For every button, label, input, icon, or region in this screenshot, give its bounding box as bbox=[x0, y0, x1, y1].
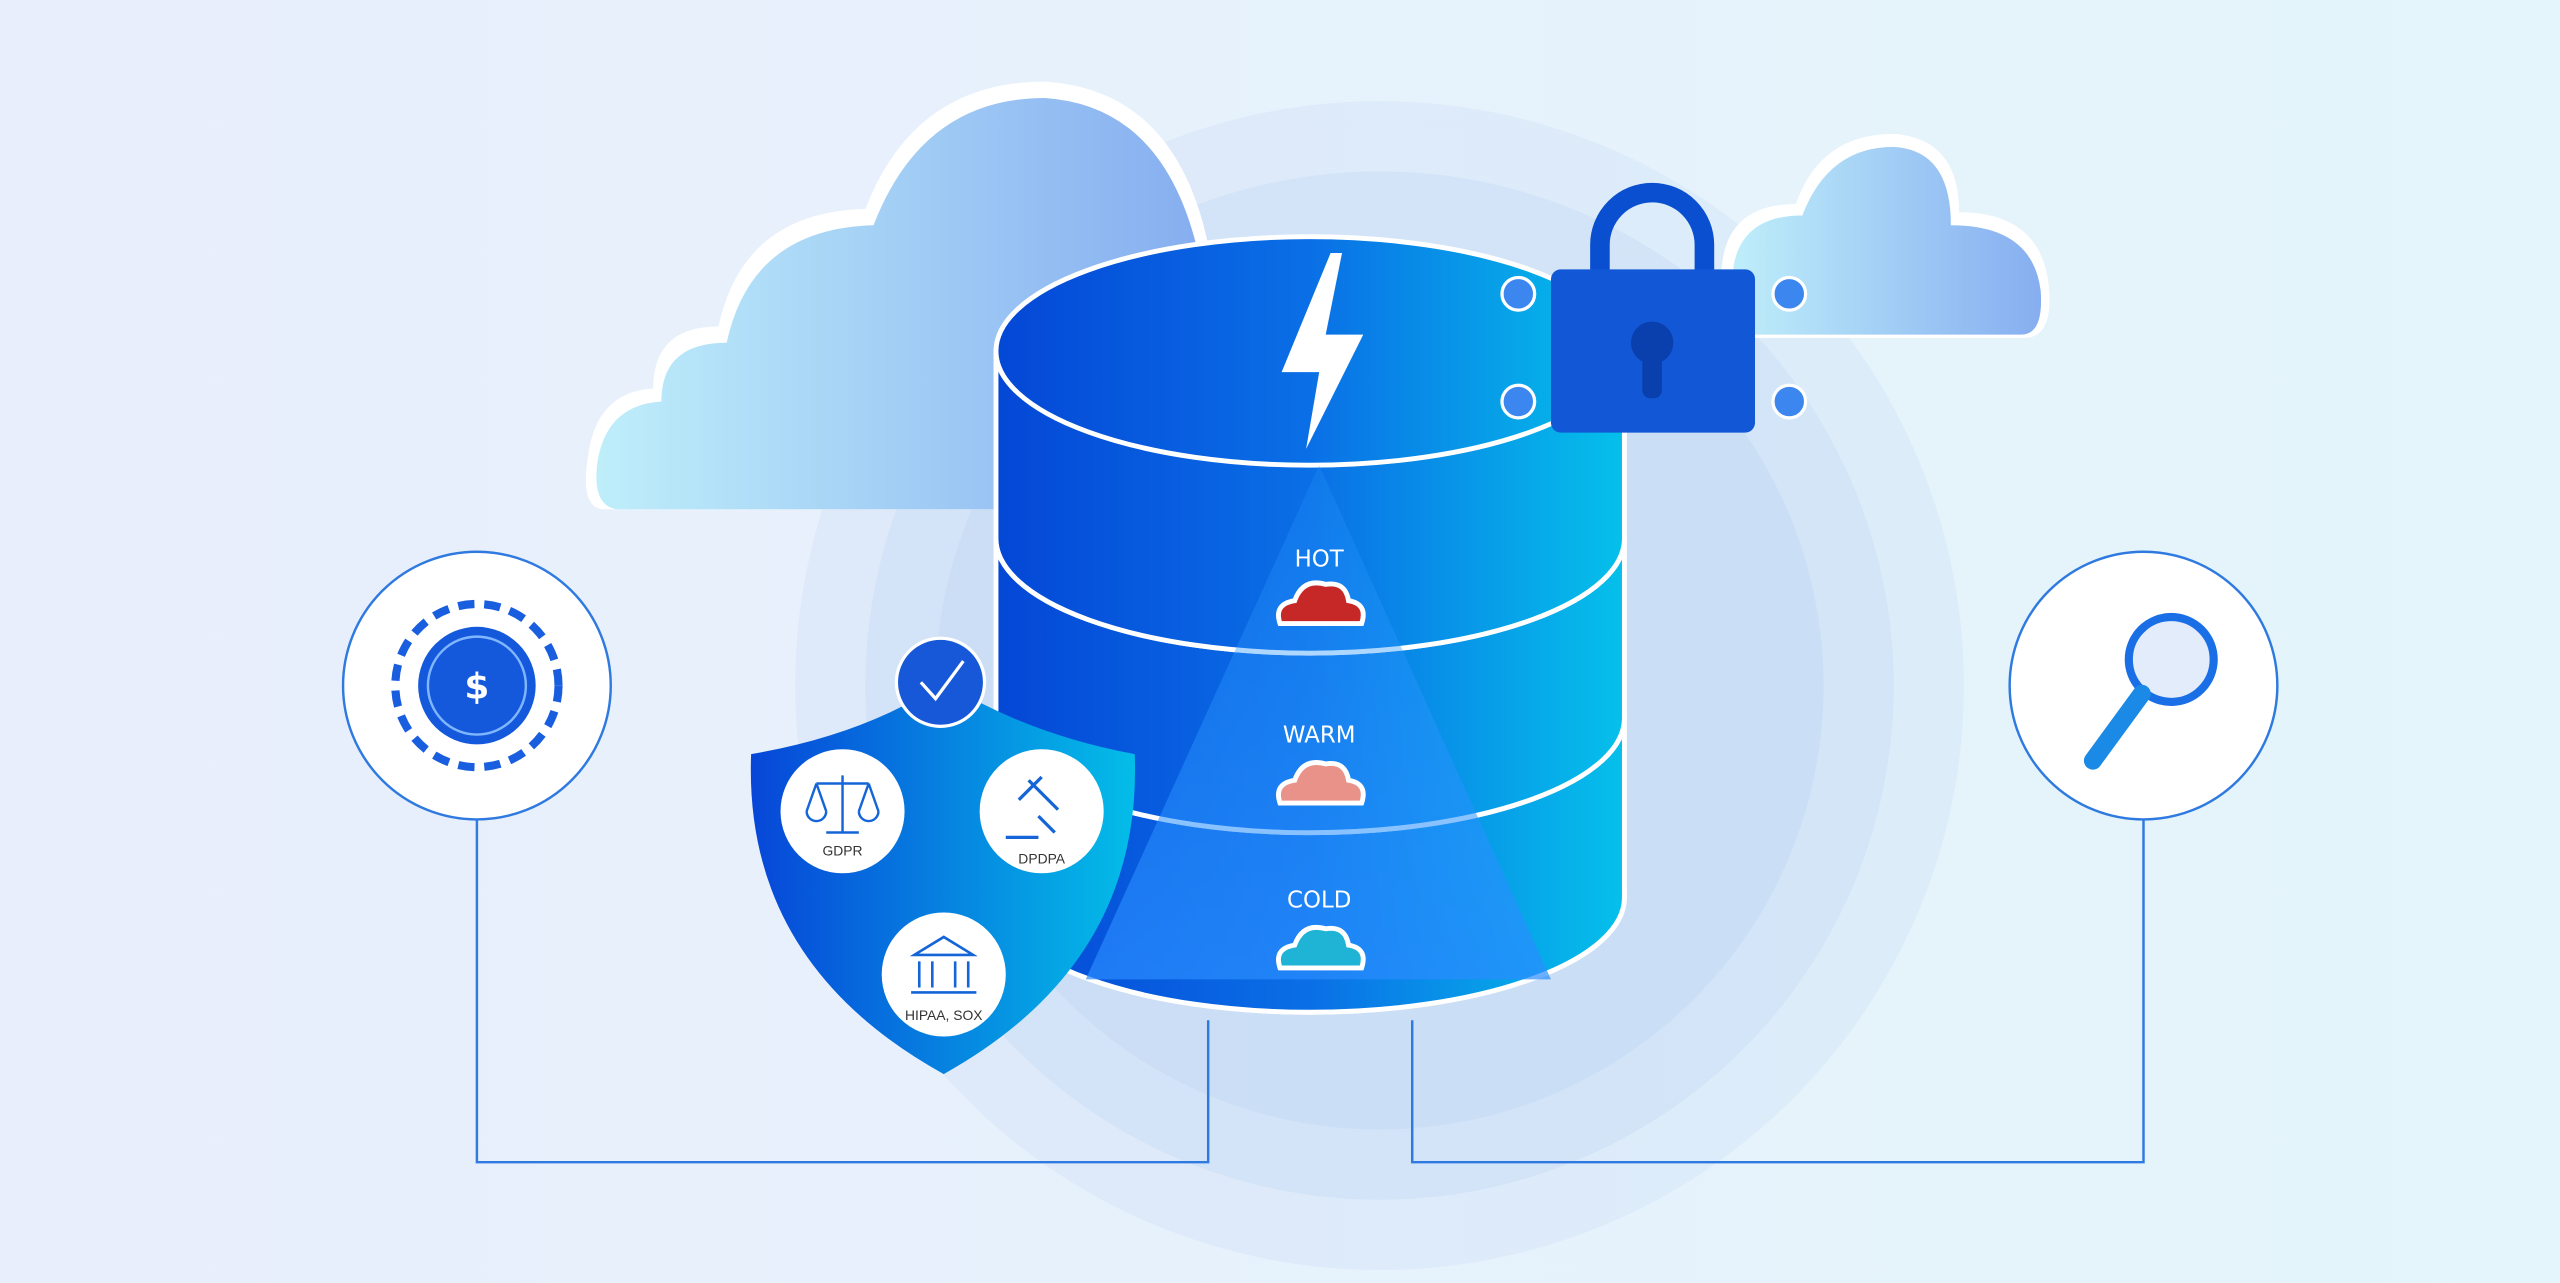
connector-lines bbox=[475, 819, 2145, 1164]
scales-icon bbox=[805, 775, 880, 834]
magnifier-icon bbox=[2083, 612, 2218, 770]
lock-icon bbox=[1500, 182, 1808, 433]
badge-gdpr: GDPR bbox=[780, 749, 905, 874]
tier-hot: HOT bbox=[1276, 546, 1366, 626]
search-badge bbox=[2008, 550, 2279, 821]
cloud-icon bbox=[1276, 760, 1366, 806]
bank-icon bbox=[909, 935, 978, 994]
badge-hipaa-sox: HIPAA, SOX bbox=[881, 912, 1006, 1037]
compliance-shield: GDPR DPDPA HIPAA, SOX bbox=[750, 636, 1136, 1075]
cloud-icon bbox=[1276, 580, 1366, 626]
check-badge bbox=[894, 636, 987, 729]
cloud-icon bbox=[1276, 924, 1366, 971]
tier-label: HOT bbox=[1295, 546, 1345, 572]
dollar-icon: $ bbox=[464, 667, 489, 708]
cost-saving-badge: $ bbox=[341, 550, 612, 821]
svg-text:GDPR: GDPR bbox=[823, 842, 863, 858]
check-icon bbox=[919, 660, 965, 702]
badge-dpdpa: DPDPA bbox=[979, 749, 1104, 874]
svg-text:HIPAA, SOX: HIPAA, SOX bbox=[905, 1007, 983, 1023]
tier-label: COLD bbox=[1287, 888, 1351, 914]
gear-icon bbox=[391, 599, 563, 772]
tier-triangle bbox=[1085, 465, 1551, 980]
tier-label: WARM bbox=[1283, 723, 1356, 749]
tier-cold: COLD bbox=[1276, 888, 1366, 971]
svg-text:DPDPA: DPDPA bbox=[1018, 850, 1065, 866]
lightning-icon bbox=[1281, 253, 1364, 449]
tier-warm: WARM bbox=[1276, 723, 1366, 806]
gavel-icon bbox=[1005, 775, 1060, 840]
